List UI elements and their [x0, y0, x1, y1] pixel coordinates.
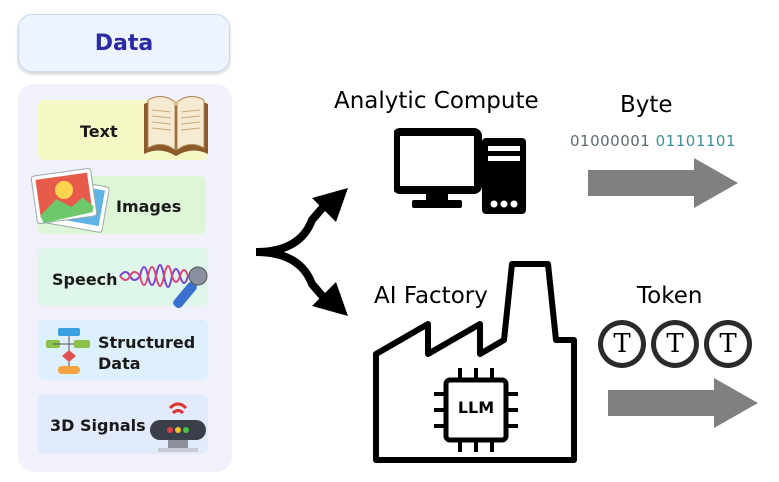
- analytic-compute-title: Analytic Compute: [334, 88, 539, 114]
- data-header: Data: [18, 14, 230, 72]
- factory-icon: [373, 261, 577, 463]
- token-coin-face: T: [656, 325, 694, 363]
- token-coin-face: T: [709, 325, 747, 363]
- router-signal-icon: [150, 402, 206, 452]
- microphone-wave-icon: [119, 264, 208, 309]
- byte-arrow-icon: [588, 158, 738, 208]
- structured-line-2: Data: [98, 354, 141, 373]
- data-title: Data: [94, 30, 154, 56]
- token-coin-face: T: [603, 325, 641, 363]
- chip-icon: [434, 368, 518, 452]
- card-images-label: Images: [116, 197, 182, 216]
- llm-label: LLM: [457, 398, 495, 417]
- byte-label: Byte: [620, 92, 673, 118]
- card-structured-data-label: Structured Data: [98, 332, 195, 374]
- card-3d-signals-label: 3D Signals: [50, 416, 146, 435]
- bits-second: 01101101: [655, 132, 736, 150]
- card-text-label: Text: [80, 122, 118, 141]
- bits-display: 01000001 01101101: [570, 132, 736, 150]
- token-coin: T: [598, 320, 646, 368]
- structured-line-1: Structured: [98, 333, 196, 352]
- token-label: Token: [637, 283, 703, 309]
- token-coin: T: [704, 320, 752, 368]
- token-row: T T T: [598, 320, 752, 368]
- branch-arrow-icon: [255, 188, 348, 316]
- ai-factory-title: AI Factory: [374, 283, 488, 309]
- book-icon: [144, 96, 208, 156]
- token-arrow-icon: [608, 378, 758, 428]
- images-icon: [30, 167, 110, 233]
- card-speech-label: Speech: [52, 270, 118, 289]
- flowchart-icon: [46, 328, 90, 374]
- bits-first: 01000001: [570, 132, 651, 150]
- token-coin: T: [651, 320, 699, 368]
- computer-icon: [394, 128, 526, 214]
